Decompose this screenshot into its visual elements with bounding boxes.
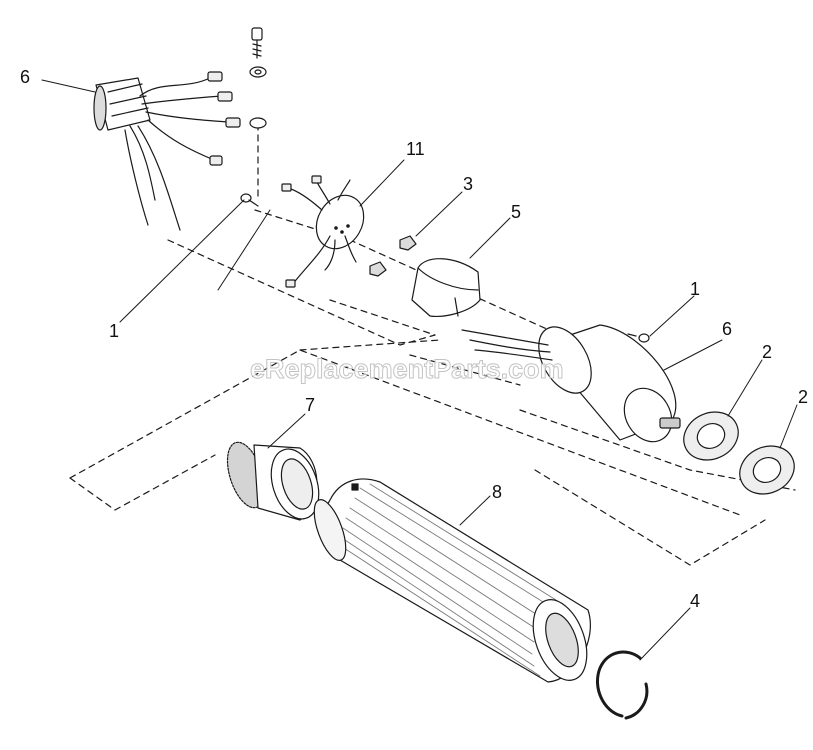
screw-right bbox=[627, 333, 650, 343]
callout-8-roller: 8 bbox=[492, 482, 503, 502]
wire-harness-cap bbox=[281, 175, 365, 288]
callout-4-ring: 4 bbox=[690, 591, 701, 611]
screw-stack-top bbox=[249, 27, 267, 78]
watermark-text: eReplacementParts.com bbox=[250, 354, 565, 385]
callout-7-gear: 7 bbox=[305, 395, 316, 415]
callout-3-nut: 3 bbox=[463, 174, 474, 194]
washer-b bbox=[739, 445, 795, 495]
motor bbox=[461, 324, 681, 443]
washer-a bbox=[683, 411, 739, 461]
retaining-ring bbox=[595, 650, 649, 720]
callout-2-washer-a: 2 bbox=[762, 342, 773, 362]
callout-1-screw-left: 1 bbox=[109, 321, 120, 341]
housing-cover bbox=[411, 258, 481, 317]
connector-assembly-top bbox=[93, 71, 267, 231]
callout-6-motor: 6 bbox=[722, 319, 733, 339]
callout-5-cover: 5 bbox=[511, 202, 522, 222]
leader-lines bbox=[41, 79, 798, 661]
gear bbox=[226, 441, 320, 521]
callout-2-washer-b: 2 bbox=[798, 387, 809, 407]
callout-6-connector: 6 bbox=[20, 67, 31, 87]
nut-parts bbox=[369, 235, 417, 277]
drive-roller bbox=[313, 478, 591, 683]
callout-11-harness: 11 bbox=[406, 139, 425, 159]
callout-1-screw-right: 1 bbox=[690, 279, 701, 299]
